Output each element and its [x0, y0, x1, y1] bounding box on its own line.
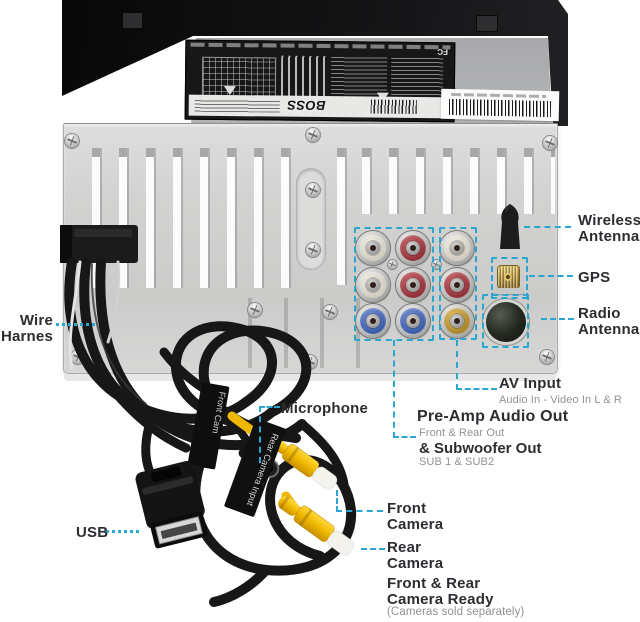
wire-harness-callout-line	[56, 323, 95, 326]
warning-triangle-icon	[223, 85, 236, 96]
spec-label-fineprint	[190, 42, 451, 50]
label-subwoofer-subtitle: SUB 1 & SUB2	[419, 456, 495, 468]
rca-port-audio-left-in	[440, 231, 474, 265]
rca-port-audio-right-in	[440, 268, 474, 302]
preamp-outputs-highlight-box	[354, 227, 434, 341]
rca-port-sub1	[356, 304, 390, 338]
label-av-input-subtitle: Audio In - Video In L & R	[499, 394, 622, 406]
label-preamp-out: Pre-Amp Audio Out	[417, 408, 569, 425]
spec-label-strip: BOSS	[188, 94, 451, 119]
gps-callout-line	[529, 275, 573, 277]
rear-camera-plug	[278, 496, 355, 556]
label-preamp-subtitle: Front & Rear Out	[419, 427, 505, 439]
label-rear-camera: Rear Camera	[387, 539, 444, 572]
label-subwoofer-out: & Subwoofer Out	[419, 440, 542, 457]
usb-connector	[135, 460, 208, 549]
label-microphone: Microphone	[281, 400, 368, 417]
brand-logo: BOSS	[286, 97, 326, 114]
radio-antenna-callout-line	[541, 318, 574, 320]
spec-label-mini-barcode	[370, 99, 417, 115]
gps-connector	[498, 266, 519, 288]
cable-tag-rear-text: Rear Camera Input	[245, 432, 281, 508]
vent-fins	[330, 148, 355, 285]
label-wireless-antenna: Wireless Antenna	[578, 212, 640, 245]
label-wire-harness: Wire Harnes	[0, 312, 53, 345]
usb-callout-line	[106, 530, 139, 533]
front-camera-callout-line	[336, 510, 383, 512]
gps-connector-base	[494, 288, 523, 294]
rca-port-sub2	[396, 304, 430, 338]
label-camera-ready: Front & Rear Camera Ready	[387, 575, 494, 608]
chassis-bottom-lip	[64, 374, 556, 381]
faceplate-latch-left	[122, 12, 143, 29]
front-camera-plug	[271, 438, 338, 490]
cable-tag-rear: Rear Camera Input	[224, 418, 286, 517]
rca-port-front-right	[396, 231, 430, 265]
front-camera-callout-line	[336, 490, 338, 512]
cable-tag-front-text: Front Cam	[210, 391, 227, 435]
wireless-antenna-callout-line	[524, 226, 571, 228]
spec-label-strip-fineprint	[194, 98, 280, 113]
fcc-mark: FC	[437, 47, 449, 57]
gps-highlight-box	[491, 257, 528, 299]
label-camera-ready-note: (Cameras sold separately)	[387, 606, 525, 618]
label-gps: GPS	[578, 269, 611, 286]
faceplate-latch-right	[476, 15, 498, 32]
radio-antenna-port	[486, 302, 526, 342]
label-radio-antenna: Radio Antenna	[578, 305, 640, 338]
microphone-callout-line	[259, 406, 280, 408]
cable-tag-front: Front Cam	[187, 382, 230, 470]
camera-cables	[227, 411, 306, 520]
barcode-icon	[448, 98, 552, 118]
label-front-camera: Front Camera	[387, 500, 444, 533]
preamp-callout-line	[393, 436, 416, 438]
av-input-highlight-box	[439, 227, 477, 340]
av-input-callout-line	[456, 388, 497, 390]
rear-camera-callout-line	[361, 548, 385, 550]
radio-antenna-highlight-box	[482, 294, 529, 348]
preamp-callout-line	[393, 340, 395, 438]
barcode-sticker-text	[451, 92, 547, 98]
rca-port-rear-left	[356, 268, 390, 302]
label-av-input: AV Input	[499, 375, 562, 392]
label-usb: USB	[76, 524, 109, 541]
barcode-sticker	[440, 88, 560, 122]
wireless-antenna-stub	[495, 203, 525, 256]
av-input-callout-line	[456, 340, 458, 390]
rca-port-video-in	[440, 304, 474, 338]
rca-port-rear-right	[396, 268, 430, 302]
spec-label: FC BOSS	[184, 39, 456, 123]
microphone-callout-line	[259, 406, 261, 463]
vent-fins	[355, 148, 555, 214]
vent-fins	[85, 148, 295, 288]
rca-port-front-left	[356, 231, 390, 265]
